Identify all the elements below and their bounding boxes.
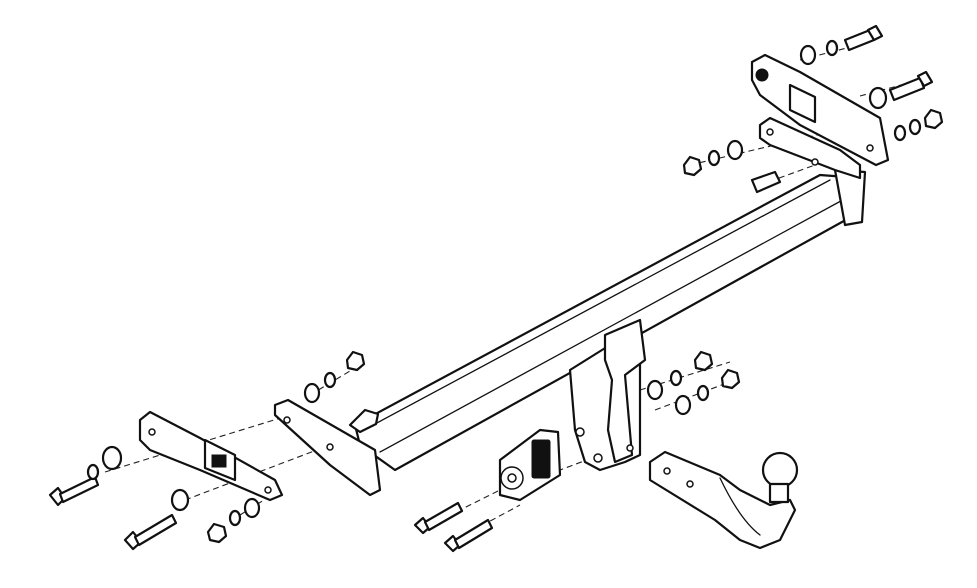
washer-left-7: [303, 382, 321, 404]
center-mount-bracket: [568, 318, 647, 472]
socket-plate: [498, 428, 562, 502]
tow-ball-neck: [648, 450, 799, 550]
washer-center-3: [696, 384, 710, 402]
fasteners: [48, 24, 944, 553]
right-side-bracket: [750, 53, 890, 167]
nut-left-2: [345, 350, 366, 372]
washer-left-6: [323, 371, 337, 389]
washer-left-4: [228, 509, 242, 527]
washer-right-1: [707, 149, 721, 167]
washer-left-2: [101, 445, 123, 471]
nut-center-1: [693, 350, 714, 372]
bolt-center-2: [443, 518, 494, 553]
washer-left-3: [170, 488, 190, 512]
washer-right-4: [799, 44, 817, 66]
washer-right-6: [893, 124, 907, 142]
bolt-right-3: [888, 70, 934, 102]
washer-center-1: [669, 369, 683, 387]
nut-left-1: [206, 522, 228, 544]
bolt-right-1: [750, 170, 782, 194]
washer-right-7: [908, 118, 922, 136]
bolt-left-2: [123, 513, 178, 551]
nut-right-1: [682, 155, 703, 177]
nut-center-2: [720, 368, 741, 390]
washer-left-5: [243, 497, 261, 519]
washer-right-2: [726, 139, 744, 161]
bolt-center-1: [413, 501, 464, 535]
left-side-bracket: [138, 410, 284, 502]
bolt-left-3: [348, 408, 380, 434]
bolt-right-2: [843, 24, 884, 52]
washer-right-3: [825, 39, 839, 57]
washer-center-4: [674, 394, 692, 416]
washer-right-5: [868, 86, 888, 110]
left-mount-plate: [273, 398, 382, 497]
bolt-left-1: [48, 475, 100, 507]
nut-right-2: [923, 108, 944, 130]
washer-left-1: [86, 463, 100, 481]
washer-center-2: [646, 379, 664, 401]
right-mount-plate: [758, 116, 862, 180]
